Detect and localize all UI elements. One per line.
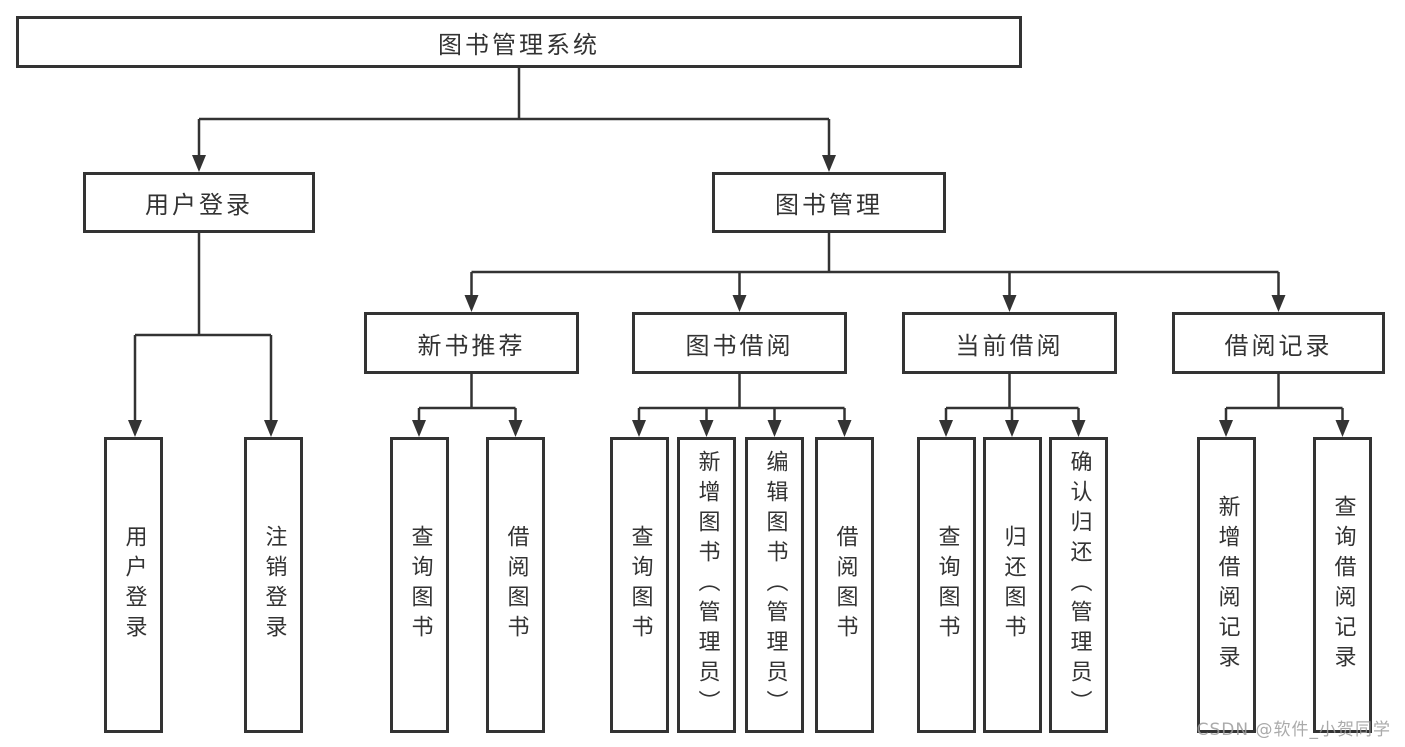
node-book-management-label: 图书管理 [775, 191, 883, 219]
leaf-borrow-query-books: 查询图书 [610, 437, 669, 733]
node-library-system-label: 图书管理系统 [438, 30, 600, 59]
node-new-book-recommend-label: 新书推荐 [417, 331, 526, 360]
leaf-newbook-query-books-label: 查询图书 [407, 525, 433, 645]
node-book-borrow: 图书借阅 [632, 312, 847, 374]
node-book-borrow-label: 图书借阅 [685, 331, 794, 360]
node-new-book-recommend: 新书推荐 [364, 312, 579, 374]
leaf-borrow-edit-books-admin-label: 编辑图书（管理员） [762, 450, 788, 720]
leaf-current-return-books-label: 归还图书 [1000, 525, 1026, 645]
node-current-borrow-label: 当前借阅 [955, 331, 1064, 360]
leaf-borrow-borrow-books: 借阅图书 [815, 437, 874, 733]
node-user-login: 用户登录 [83, 172, 315, 233]
leaf-records-query-record: 查询借阅记录 [1313, 437, 1372, 733]
node-book-management: 图书管理 [712, 172, 946, 233]
leaf-user-login-label: 用户登录 [121, 525, 147, 645]
leaf-logout: 注销登录 [244, 437, 303, 733]
leaf-user-login: 用户登录 [104, 437, 163, 733]
node-current-borrow: 当前借阅 [902, 312, 1117, 374]
leaf-current-query-books-label: 查询图书 [934, 525, 960, 645]
tree-edges [133, 68, 1344, 422]
leaf-current-return-books: 归还图书 [983, 437, 1042, 733]
node-user-login-label: 用户登录 [145, 191, 253, 219]
watermark-csdn: CSDN @软件_小贺同学 [1196, 720, 1391, 740]
leaf-borrow-edit-books-admin: 编辑图书（管理员） [745, 437, 804, 733]
leaf-borrow-query-books-label: 查询图书 [627, 525, 653, 645]
leaf-records-add-record: 新增借阅记录 [1197, 437, 1256, 733]
leaf-borrow-add-books-admin: 新增图书（管理员） [677, 437, 736, 733]
leaf-current-confirm-return-admin-label: 确认归还（管理员） [1066, 450, 1092, 720]
node-borrow-records-label: 借阅记录 [1224, 331, 1333, 360]
leaf-current-confirm-return-admin: 确认归还（管理员） [1049, 437, 1108, 733]
arrowheads [128, 155, 1350, 437]
node-borrow-records: 借阅记录 [1172, 312, 1385, 374]
node-library-system: 图书管理系统 [16, 16, 1022, 68]
leaf-newbook-borrow-books-label: 借阅图书 [503, 525, 529, 645]
leaf-borrow-add-books-admin-label: 新增图书（管理员） [694, 450, 720, 720]
leaf-newbook-query-books: 查询图书 [390, 437, 449, 733]
leaf-borrow-borrow-books-label: 借阅图书 [832, 525, 858, 645]
leaf-records-add-record-label: 新增借阅记录 [1214, 495, 1240, 675]
leaf-logout-label: 注销登录 [261, 525, 287, 645]
leaf-records-query-record-label: 查询借阅记录 [1330, 495, 1356, 675]
leaf-newbook-borrow-books: 借阅图书 [486, 437, 545, 733]
leaf-current-query-books: 查询图书 [917, 437, 976, 733]
